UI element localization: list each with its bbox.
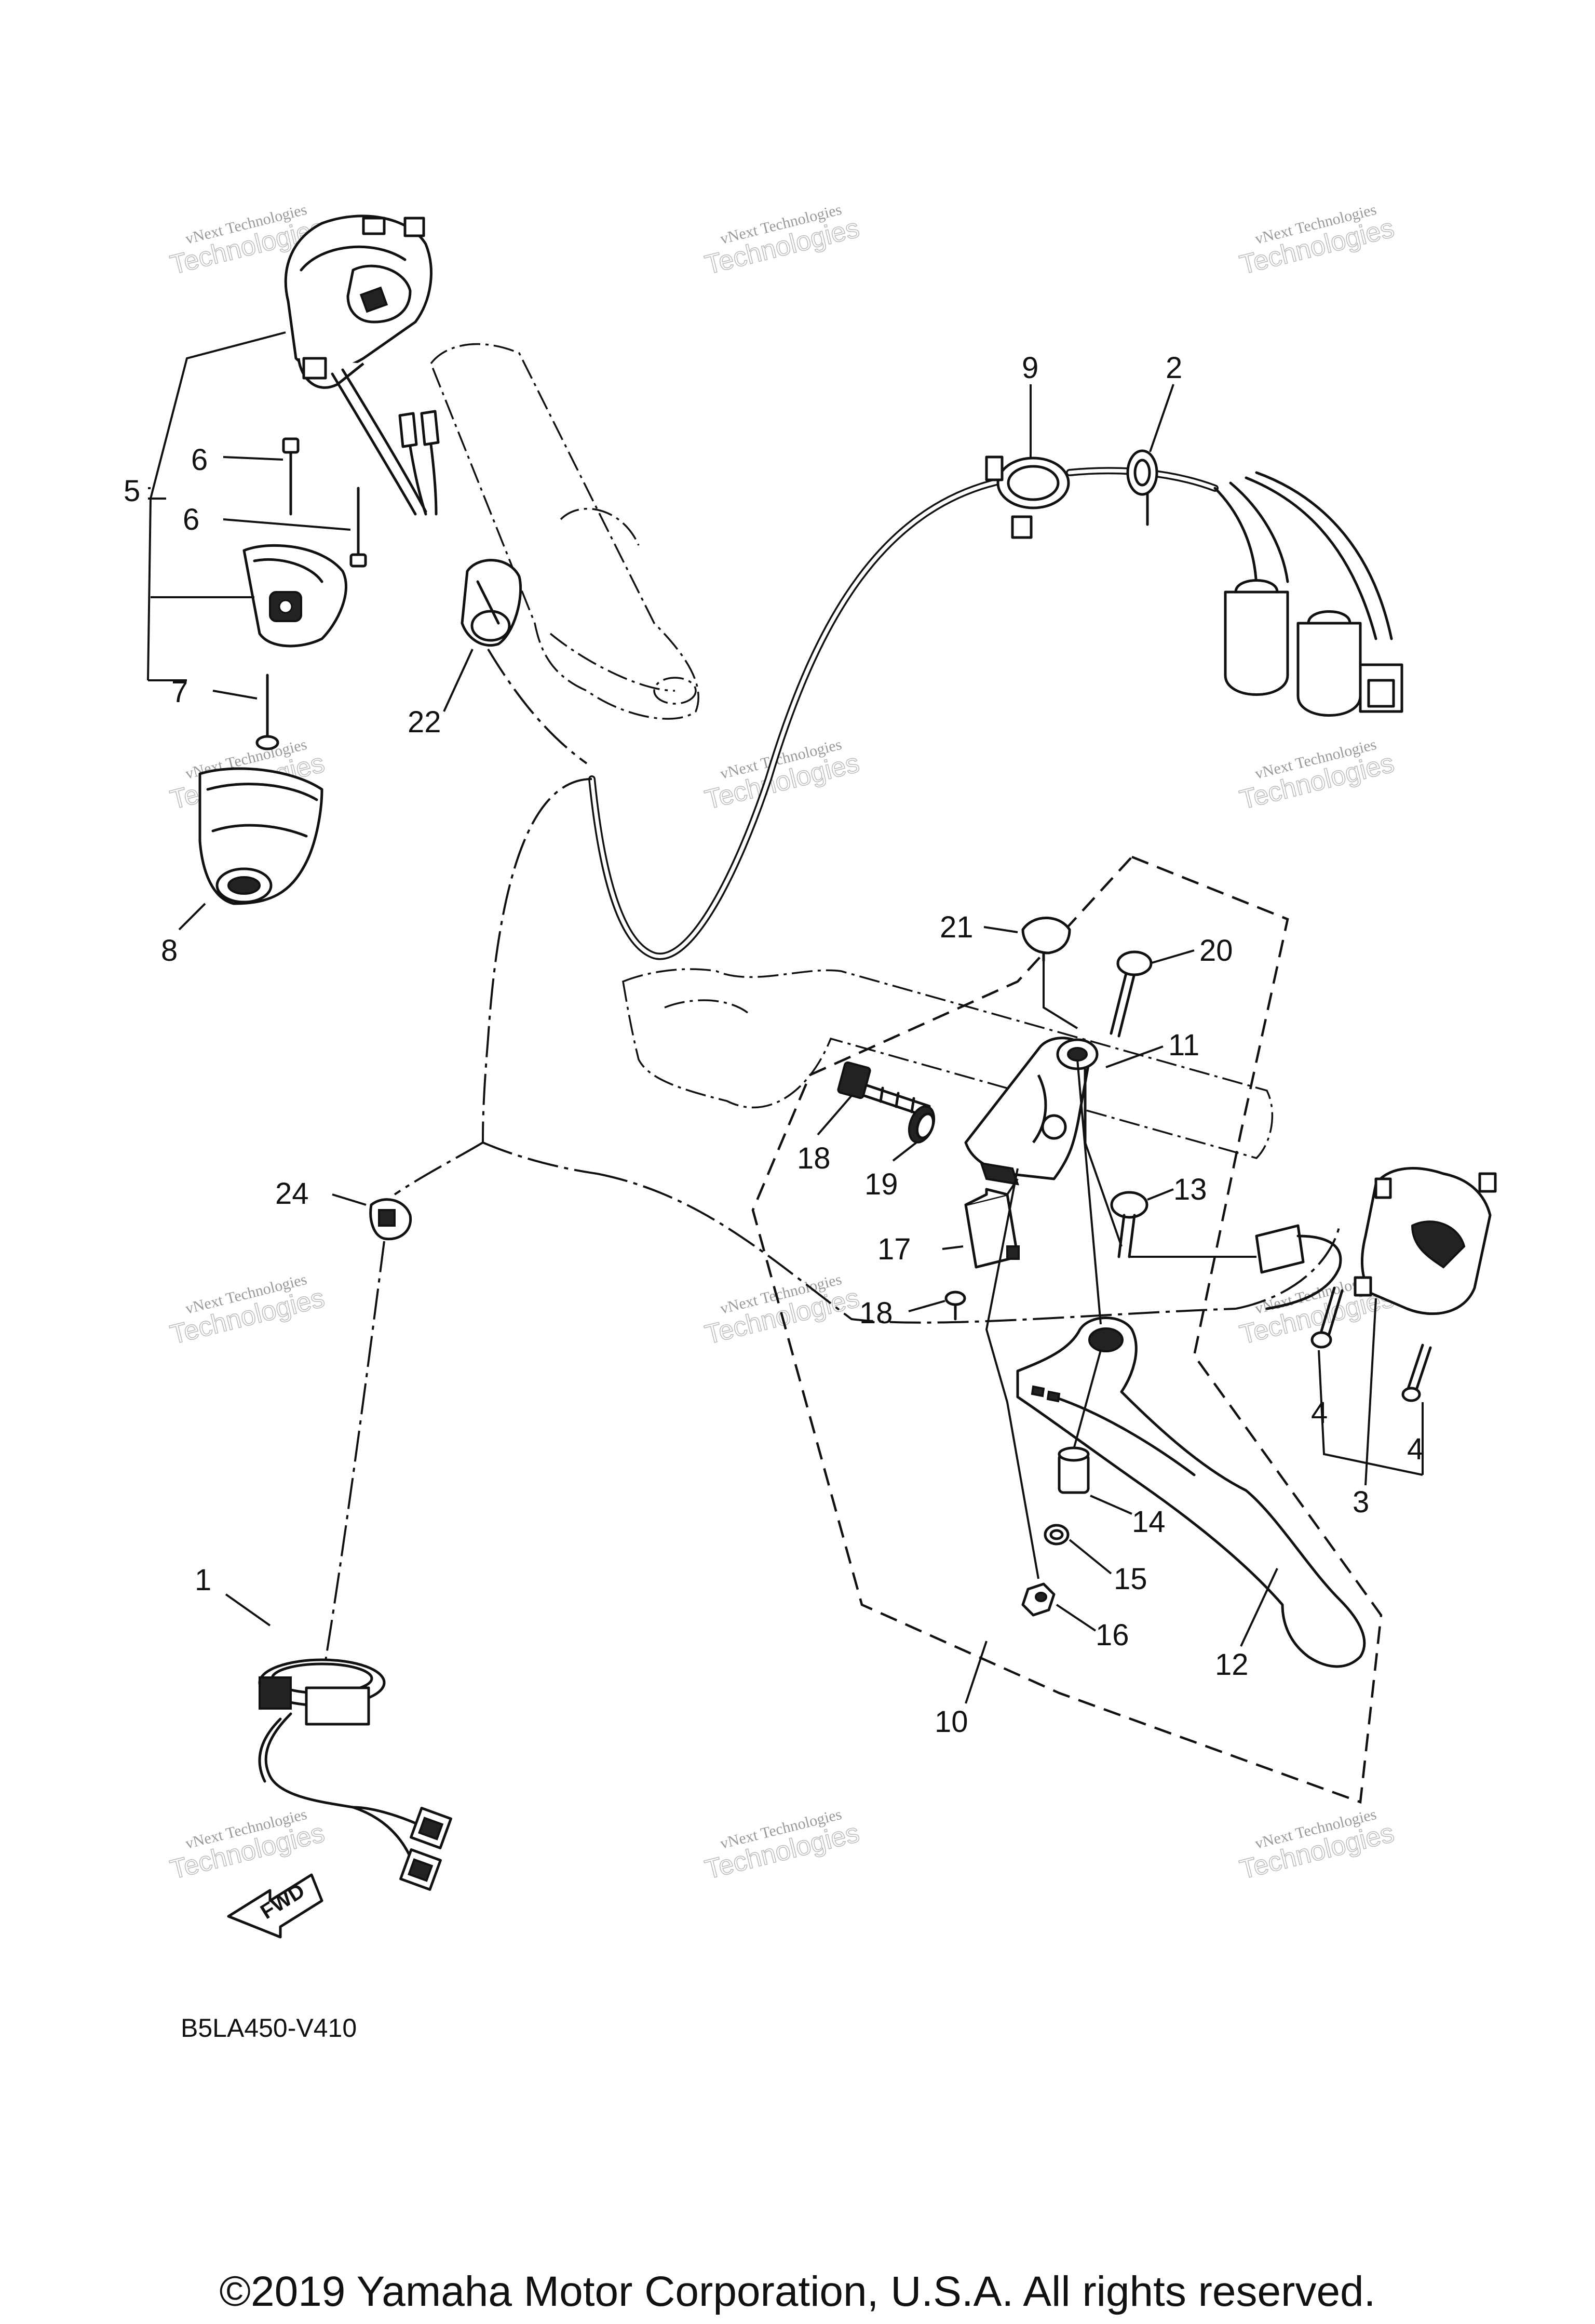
callout-7: 7	[171, 675, 188, 709]
callout-22: 21	[940, 910, 974, 944]
callout-18: 18	[859, 1296, 893, 1330]
watermark: vNext Technologies Technologies	[701, 201, 862, 281]
cap-22	[1021, 917, 1071, 962]
switch-17	[964, 1188, 1020, 1269]
screw-4a	[1310, 1286, 1344, 1349]
cable-guide-23	[461, 559, 522, 647]
adjuster-nut-20	[908, 1105, 936, 1144]
leader-lines	[147, 331, 1424, 1704]
clutch-lever-assembly-outline	[751, 855, 1383, 1804]
switch-cover	[198, 767, 323, 905]
routing-lines	[321, 648, 1341, 1683]
nut-16	[1021, 1582, 1056, 1617]
assembly-lines	[985, 961, 1256, 1579]
callout-15: 15	[1114, 1562, 1147, 1596]
callout-19: 18	[797, 1141, 831, 1175]
callout-10: 10	[935, 1705, 968, 1739]
callout-9: 9	[1022, 351, 1038, 385]
callout-3: 3	[1353, 1485, 1369, 1519]
watermark: vNext Technologies Technologies	[701, 1806, 862, 1886]
callout-17: 17	[877, 1232, 911, 1266]
callout-8: 8	[161, 934, 178, 968]
callout-13: 13	[1173, 1173, 1207, 1206]
left-handlebar-ghost	[622, 968, 1274, 1159]
clutch-lever-12	[1016, 1317, 1366, 1668]
watermark: vNext Technologies Technologies	[1236, 201, 1397, 281]
clamp-24	[369, 1198, 412, 1241]
washer-15	[1044, 1524, 1070, 1546]
watermark: vNext Technologies Technologies	[1236, 736, 1397, 816]
band-2	[1126, 449, 1158, 526]
watermark: vNext Technologies Technologies	[167, 1806, 328, 1886]
callout-6b: 6	[183, 503, 199, 536]
callout-12: 12	[1215, 1648, 1249, 1682]
callout-20: 19	[864, 1167, 898, 1201]
left-handlebar-switch-3	[1255, 1167, 1497, 1315]
watermark: vNext Technologies Technologies	[167, 1271, 328, 1351]
adjuster-bolt-19	[837, 1061, 931, 1118]
callout-4: 4	[1311, 1396, 1328, 1430]
callout-1: 1	[195, 1563, 211, 1597]
lever-holder-11	[964, 1037, 1099, 1186]
screw-4b	[1401, 1344, 1432, 1402]
callouts: 5 6 6 7 8 22 9 2 21 20 11 18 19 13 17 18…	[124, 351, 1424, 1739]
callout-4b: 4	[1407, 1432, 1424, 1466]
watermark: vNext Technologies Technologies	[1236, 1806, 1397, 1886]
right-handlebar-switch	[242, 214, 440, 750]
right-grip-ghost	[430, 343, 699, 720]
callout-2: 2	[1166, 351, 1182, 385]
pin-13	[1110, 1191, 1148, 1258]
callout-6: 6	[191, 443, 208, 477]
callout-23: 22	[408, 705, 441, 739]
wire-connectors	[1213, 471, 1403, 717]
screw-18	[944, 1291, 966, 1321]
callout-24: 24	[275, 1177, 309, 1211]
copyright-notice: ©2019 Yamaha Motor Corporation, U.S.A. A…	[220, 2268, 1376, 2315]
callout-5: 5	[124, 474, 140, 508]
callout-14: 14	[1132, 1505, 1166, 1539]
clutch-switch-1	[258, 1658, 452, 1891]
cable-clamp-9	[985, 455, 1070, 539]
forward-arrow: FWD	[227, 1873, 323, 1939]
callout-11: 11	[1168, 1028, 1199, 1062]
figure-code: B5LA450-V410	[181, 2013, 357, 2043]
callout-16: 16	[1096, 1618, 1129, 1652]
callout-21: 20	[1199, 934, 1233, 968]
collar-14	[1058, 1446, 1090, 1494]
bolt-21	[1110, 950, 1153, 1038]
